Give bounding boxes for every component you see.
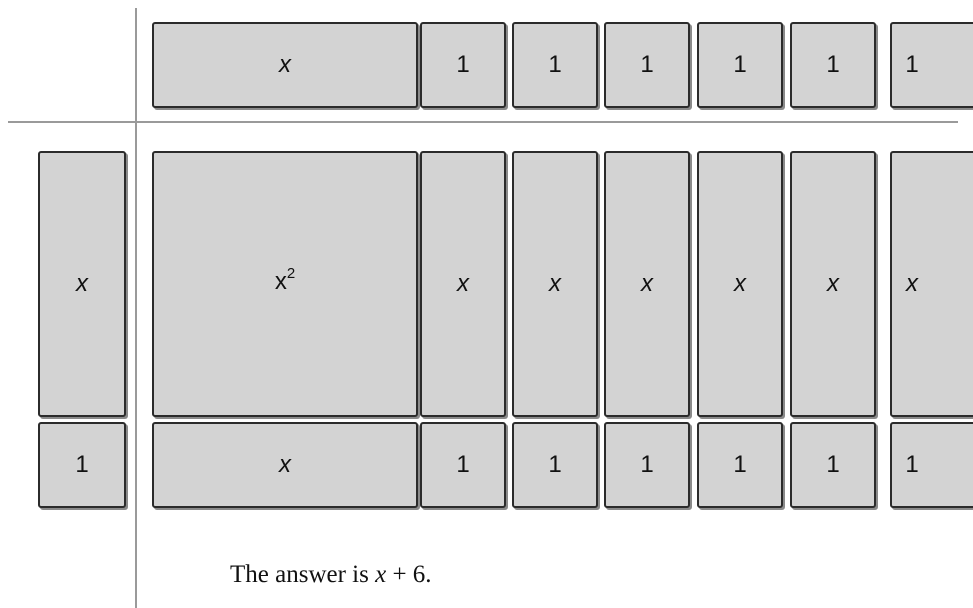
bottom-x-tile: x	[152, 422, 418, 508]
tile-label: x	[641, 270, 653, 297]
top-unit-tile: 1	[512, 22, 598, 108]
x-squared-tile: x2	[152, 151, 418, 417]
top-x-tile: x	[152, 22, 418, 108]
tile-label: 1	[548, 51, 562, 78]
x-tile: x	[512, 151, 598, 417]
tile-label: x	[734, 270, 746, 297]
unit-tile: 1	[790, 422, 876, 508]
x-tile: x	[420, 151, 506, 417]
tile-label: x	[279, 51, 291, 78]
tile-label: x	[827, 270, 839, 297]
tile-label: x	[457, 270, 469, 297]
tile-label: 1	[548, 451, 562, 478]
x-tile: x	[604, 151, 690, 417]
tile-label: x	[549, 270, 561, 297]
x-tile: x	[697, 151, 783, 417]
top-unit-tile: 1	[604, 22, 690, 108]
unit-tile: 1	[420, 422, 506, 508]
x-tile: x	[890, 151, 973, 417]
x-tile: x	[790, 151, 876, 417]
top-unit-tile: 1	[697, 22, 783, 108]
vertical-divider	[135, 8, 137, 608]
square-exponent: 2	[286, 265, 296, 282]
caption-variable: x	[375, 561, 387, 588]
unit-tile: 1	[890, 422, 973, 508]
tile-label: 1	[75, 451, 89, 478]
left-x-tile: x	[38, 151, 126, 417]
unit-tile: 1	[604, 422, 690, 508]
tile-label: x	[279, 451, 291, 478]
unit-tile: 1	[512, 422, 598, 508]
square-base: x	[274, 268, 287, 295]
answer-caption: The answer is x + 6.	[230, 561, 432, 589]
top-unit-tile: 1	[790, 22, 876, 108]
tile-label: 1	[826, 451, 840, 478]
unit-tile: 1	[697, 422, 783, 508]
left-unit-tile: 1	[38, 422, 126, 508]
tile-label: 1	[905, 51, 919, 78]
tile-label: 1	[733, 451, 747, 478]
horizontal-divider	[8, 121, 958, 123]
tile-label: x2	[274, 265, 296, 295]
tile-label: x	[906, 270, 918, 297]
tile-label: 1	[826, 51, 840, 78]
caption-prefix: The answer is	[230, 561, 376, 588]
tile-label: 1	[905, 451, 919, 478]
top-unit-tile: 1	[420, 22, 506, 108]
tile-label: 1	[640, 451, 654, 478]
tile-label: 1	[733, 51, 747, 78]
tile-label: 1	[640, 51, 654, 78]
tile-label: 1	[456, 51, 470, 78]
tile-label: x	[76, 270, 88, 297]
tile-label: 1	[456, 451, 470, 478]
caption-suffix: + 6.	[386, 561, 432, 588]
top-unit-tile: 1	[890, 22, 973, 108]
